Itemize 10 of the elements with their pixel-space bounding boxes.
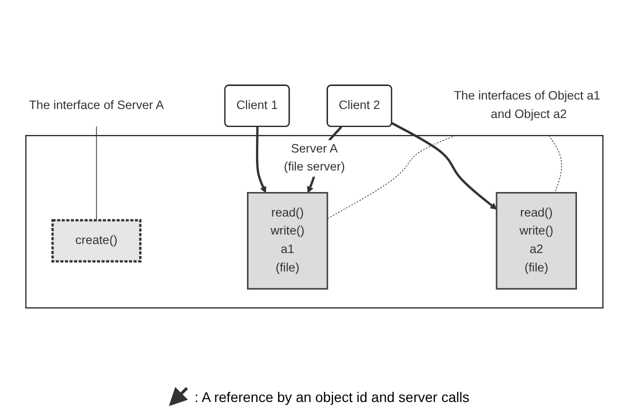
legend-text: : A reference by an object id and server calls — [194, 389, 470, 405]
connector — [96, 126, 97, 221]
node-text: The interface of Server A — [28, 98, 164, 112]
arrow — [256, 126, 266, 194]
connector — [548, 135, 562, 194]
arrow — [391, 122, 497, 210]
node-text: The interfaces of Object a1 and Object a2 — [454, 90, 600, 122]
node-box: read() write() a1 (file) — [246, 192, 328, 290]
node-box: read() write() a2 (file) — [496, 192, 577, 290]
node-box: create() — [51, 219, 142, 263]
